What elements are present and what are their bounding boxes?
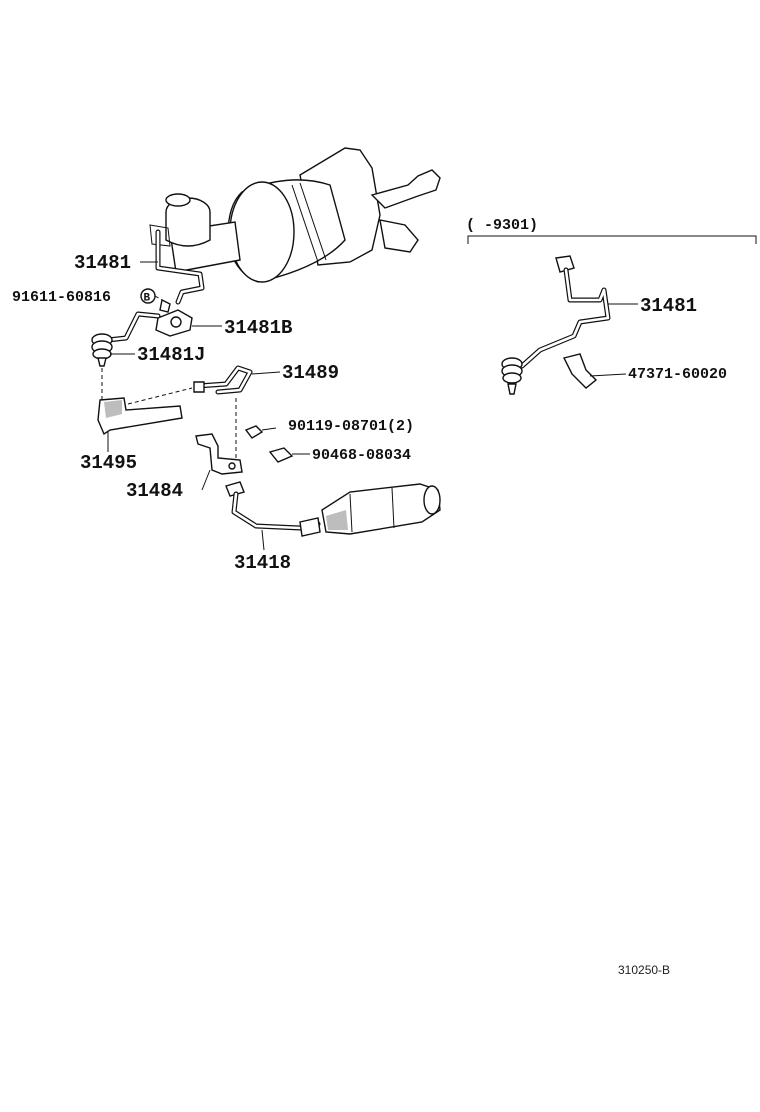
bracket-31481b: [155, 309, 193, 337]
label-31484: 31484: [126, 480, 183, 502]
label-31481j: 31481J: [137, 344, 205, 366]
bracket-31495: [97, 397, 183, 436]
label-31481-inset: 31481: [640, 295, 697, 317]
label-31495: 31495: [80, 452, 137, 474]
diagram-reference-code: 310250-B: [618, 963, 670, 977]
bolt-mark-letter: B: [144, 293, 151, 305]
label-31481: 31481: [74, 252, 131, 274]
clip-90468: [268, 447, 310, 463]
label-inset-range: ( -9301): [466, 217, 538, 234]
release-cylinder: [321, 483, 441, 535]
label-31418: 31418: [234, 552, 291, 574]
pipe-31481-inset: [501, 255, 611, 395]
bracket-31484: [195, 433, 243, 475]
label-31489: 31489: [282, 362, 339, 384]
clamp-47371: [562, 353, 598, 389]
label-31481b: 31481B: [224, 317, 292, 339]
label-91611-60816: 91611-60816: [12, 289, 111, 306]
brake-booster-assembly: [149, 147, 441, 283]
tube-31489: [193, 365, 253, 395]
union-bolt: [159, 298, 171, 313]
bolt-90119: [244, 425, 277, 439]
label-90119-08701: 90119-08701(2): [288, 418, 414, 435]
label-47371-60020: 47371-60020: [628, 366, 727, 383]
label-90468-08034: 90468-08034: [312, 447, 411, 464]
inset-variant: ( -9301) 31481 47371-60020: [466, 217, 757, 395]
hose-31418: [225, 481, 321, 537]
hose-31481j: [91, 311, 161, 367]
